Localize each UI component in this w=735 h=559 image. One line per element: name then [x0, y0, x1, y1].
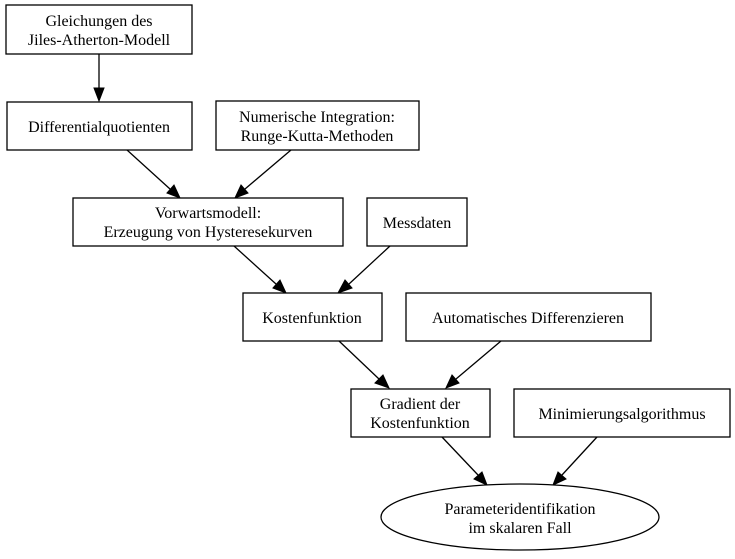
node-label-line: Vorwartsmodell: [155, 205, 261, 222]
node-automatisches-differenzieren: Automatisches Differenzieren [405, 292, 652, 342]
edge-differential-to-vorwartsmodell [126, 149, 181, 199]
node-messdaten: Messdaten [366, 197, 468, 247]
node-differentialquotienten: Differentialquotienten [6, 101, 193, 151]
edge-gradient-to-parameteridentifikation [441, 436, 488, 486]
node-jiles-atherton: Gleichungen des Jiles-Atherton-Modell [5, 4, 193, 55]
edge-messdaten-to-kostenfunktion [336, 245, 391, 294]
node-label-line: Parameteridentifikation [444, 501, 595, 518]
node-numerische-integration: Numerische Integration: Runge-Kutta-Meth… [215, 100, 420, 151]
node-label-line: Runge-Kutta-Methoden [241, 128, 394, 145]
node-label-line: Kostenfunktion [370, 415, 470, 432]
node-label-line: im skalaren Fall [468, 520, 572, 537]
node-gradient: Gradient der Kostenfunktion [350, 388, 491, 438]
node-label-line: Erzeugung von Hysteresekurven [104, 224, 313, 241]
edge-automatisches-to-gradient [445, 340, 502, 389]
node-label-line: Messdaten [383, 215, 451, 232]
edge-vorwartsmodell-to-kostenfunktion [233, 245, 287, 294]
node-label-line: Jiles-Atherton-Modell [28, 32, 171, 49]
node-label-line: Automatisches Differenzieren [432, 310, 624, 327]
node-label-line: Minimierungsalgorithmus [538, 406, 705, 423]
node-vorwartsmodell: Vorwartsmodell: Erzeugung von Hysteresek… [72, 197, 344, 247]
node-label-line: Gleichungen des [45, 13, 152, 30]
node-minimierungsalgorithmus: Minimierungsalgorithmus [513, 388, 731, 438]
edges [93, 54, 598, 486]
node-label-line: Gradient der [380, 396, 461, 413]
node-label-line: Numerische Integration: [239, 109, 395, 126]
node-label-line: Kostenfunktion [262, 310, 362, 327]
node-label-line: Differentialquotienten [28, 119, 170, 136]
node-kostenfunktion: Kostenfunktion [242, 292, 383, 342]
edge-jiles-to-differential [93, 54, 105, 103]
edge-numerische-to-vorwartsmodell [234, 149, 292, 199]
edge-kostenfunktion-to-gradient [338, 340, 390, 389]
edge-minimierung-to-parameteridentifikation [552, 436, 598, 486]
node-parameteridentifikation: Parameteridentifikation im skalaren Fall [380, 483, 660, 551]
